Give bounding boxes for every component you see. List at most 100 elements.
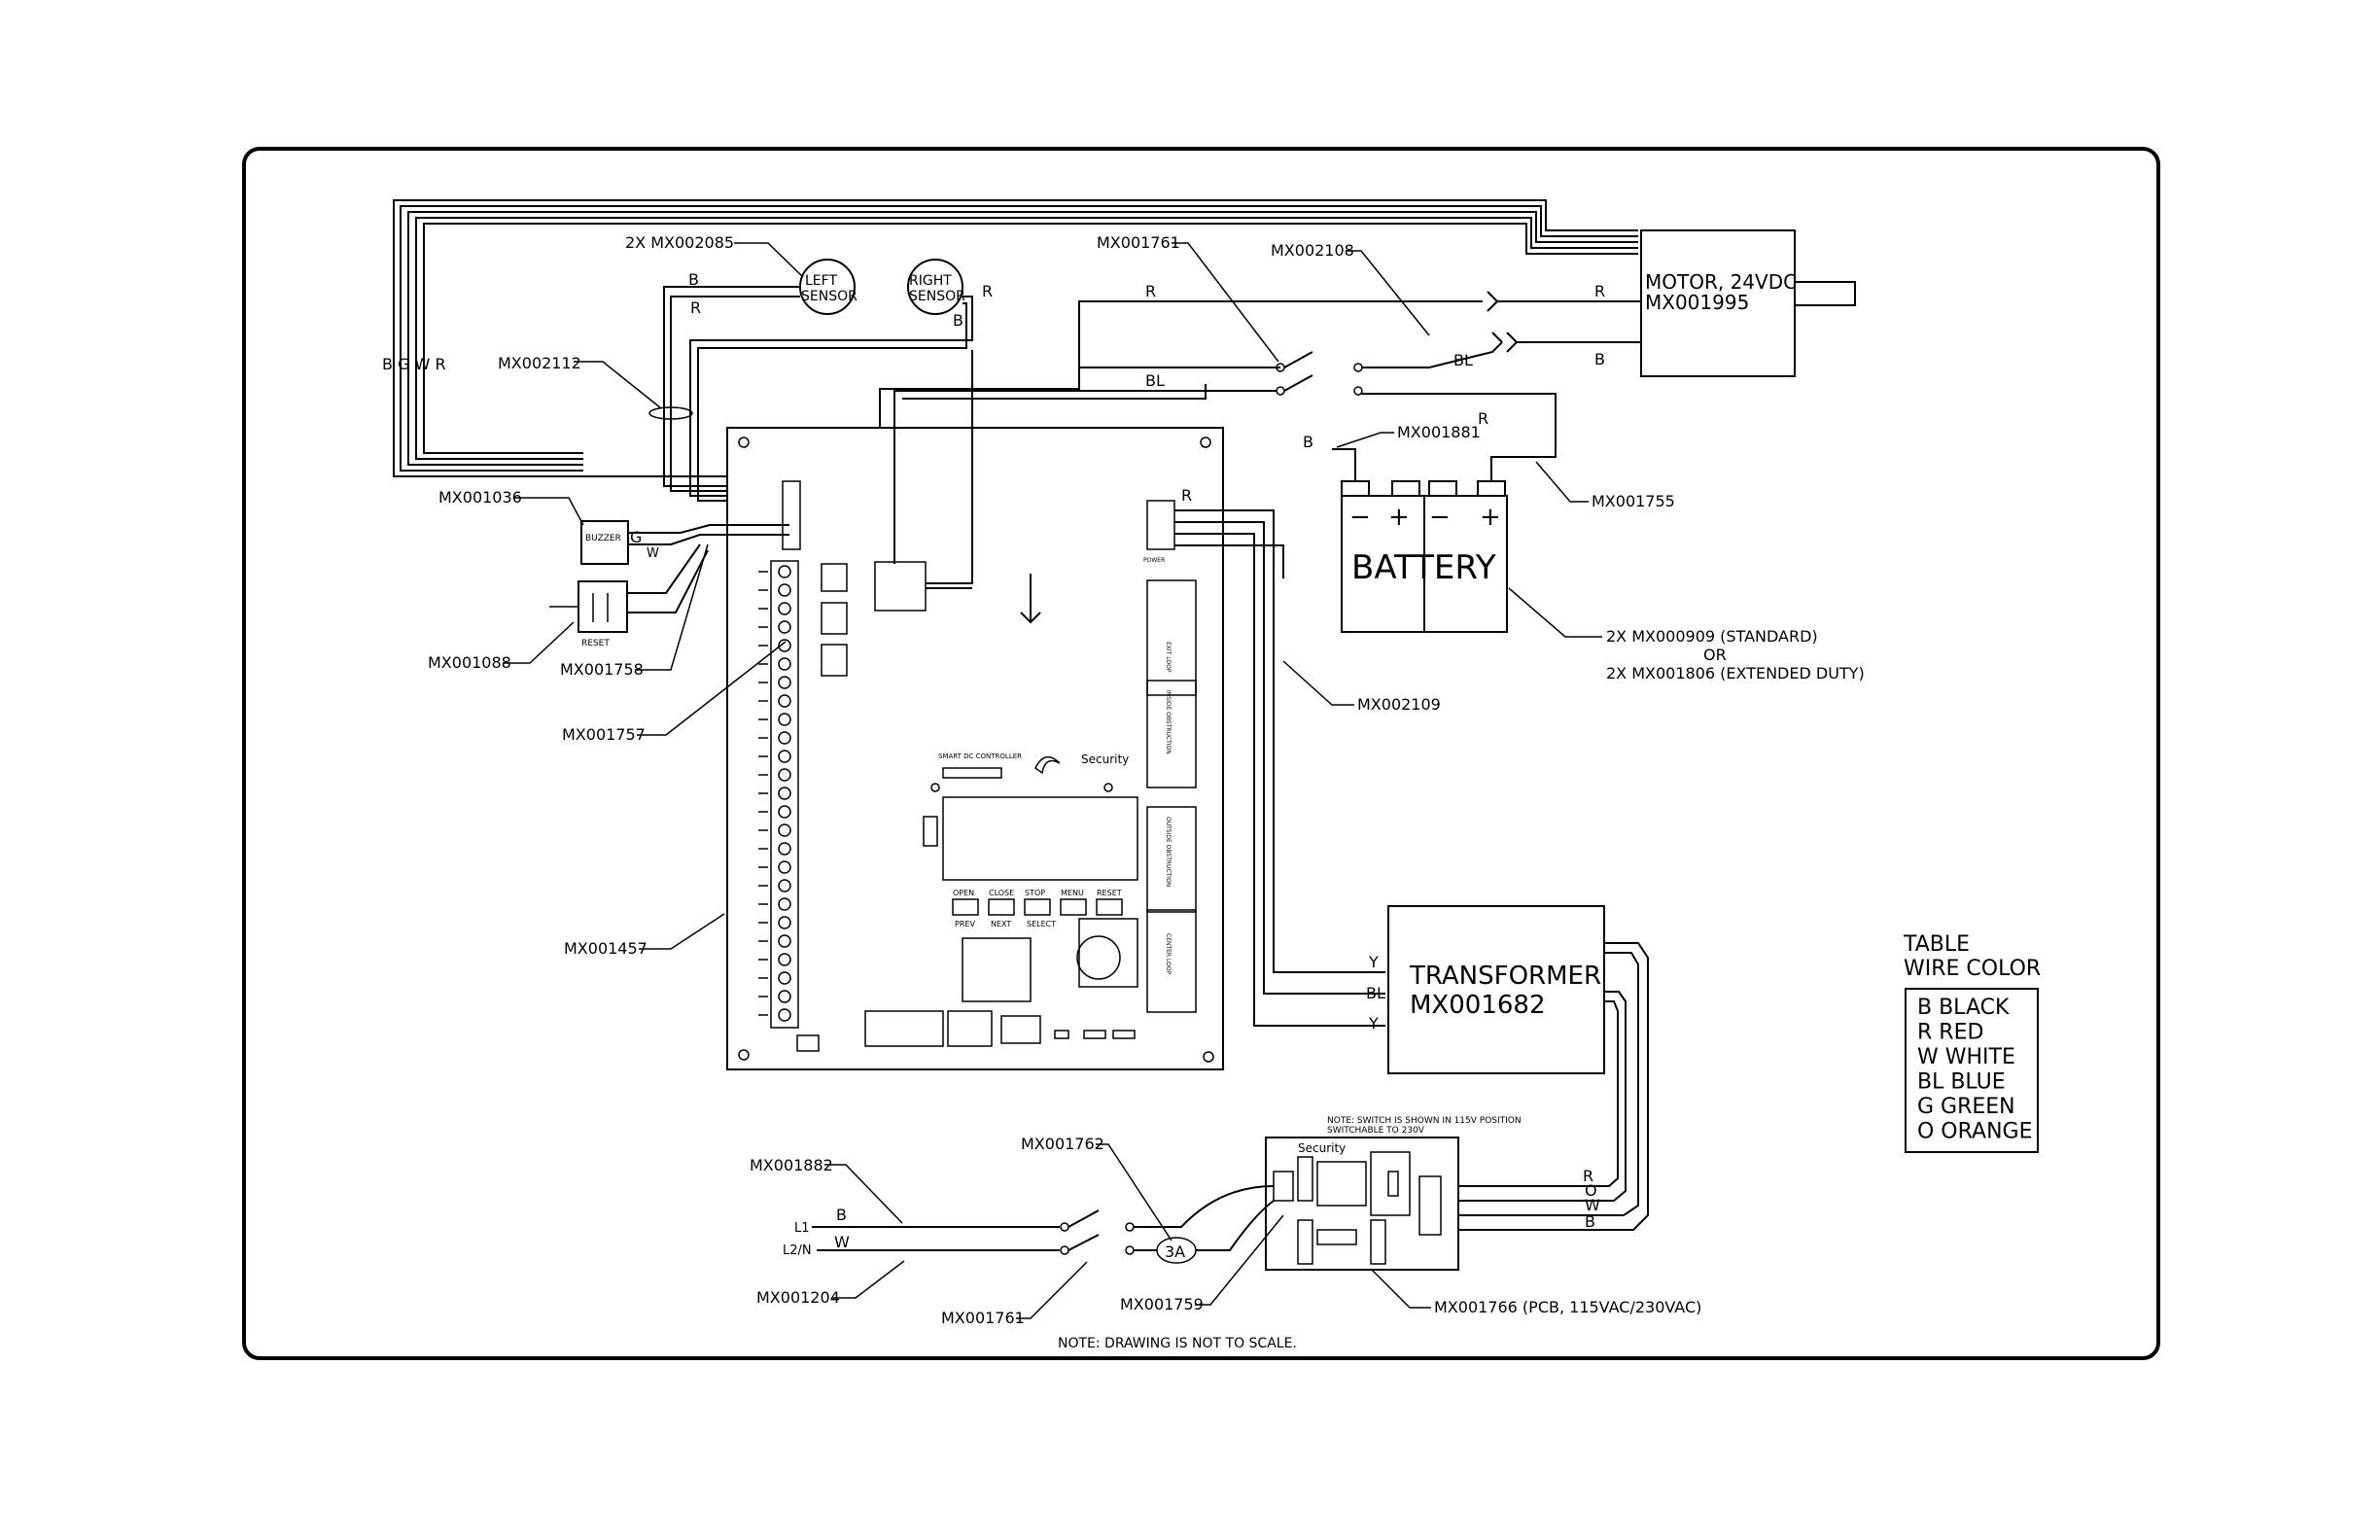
terminal-screw [778,1008,791,1022]
transformer: TRANSFORMER MX001682 [1387,905,1605,1074]
loop-center: CENTER LOOP [1165,933,1172,975]
legend-row: BL BLUE [1917,1070,2006,1095]
board-button[interactable] [1060,898,1087,916]
label-mx002108: MX002108 [1271,241,1354,260]
board-button-label: OPEN [953,889,974,897]
legend-row: G GREEN [1917,1095,2015,1119]
board-button-label: CLOSE [989,889,1014,897]
label-mx001759: MX001759 [1120,1295,1204,1313]
power-r: R [1181,486,1192,505]
motor-r-label: R [1594,282,1605,300]
board-button-label: STOP [1025,889,1045,897]
label-mx001755: MX001755 [1592,492,1675,510]
power-pcb: Security [1265,1137,1459,1271]
motor-part: MX001995 [1645,291,1749,314]
svg-text:−: − [1349,503,1371,532]
loop-inside: INSIDE OBSTRUCTION [1165,690,1172,754]
terminal-screw [778,897,791,911]
motor-r-label-2: R [1145,282,1156,300]
label-mx001204: MX001204 [756,1288,840,1307]
label-battery-part: 2X MX000909 (STANDARD) [1606,627,1818,646]
label-mx001762: MX001762 [1021,1135,1104,1153]
label-mx002109: MX002109 [1357,695,1441,714]
spcb-b: B [1585,1212,1595,1231]
right-sensor-r: R [982,282,993,300]
left-sensor-line1: LEFT [805,273,837,289]
spcb-note2: SWITCHABLE TO 230V [1327,1126,1425,1136]
terminal-screw [778,657,791,671]
spcb-note: NOTE: SWITCH IS SHOWN IN 115V POSITION [1327,1116,1522,1126]
label-mx001881: MX001881 [1397,423,1481,441]
board-button[interactable] [952,898,979,916]
terminal-screw [778,694,791,708]
label-mx001088: MX001088 [428,653,511,672]
terminal-screw [778,990,791,1003]
main-controller-board: POWER EXIT LOOP INSIDE OBSTRUCTION OUTSI… [726,427,1224,1070]
board-button-label: PREV [955,920,975,928]
label-battery-or: OR [1703,646,1727,664]
terminal-screw [778,805,791,819]
battery: − + − + BATTERY [1341,480,1508,633]
left-sensor-line2: SENSOR [801,289,858,304]
transformer-part: MX001682 [1410,991,1546,1020]
fuse-label: 3A [1165,1242,1185,1261]
harness-color-label: B G W R [382,355,446,373]
terminal-screw [778,934,791,948]
legend-row: R RED [1917,1021,1983,1045]
tr-y-2: Y [1368,1014,1379,1032]
reset-label: RESET [581,639,610,648]
callouts: MX002112 MX001036 MX001088 MX001758 MX00… [428,233,1865,1327]
terminal-screw [778,731,791,745]
l1-label: L1 [794,1221,810,1236]
board-button[interactable] [1024,898,1051,916]
l2n-label: L2/N [783,1243,812,1258]
terminal-screw [778,750,791,763]
legend-row: B BLACK [1917,996,2010,1020]
battery-b: B [1303,433,1313,451]
board-button[interactable] [988,898,1015,916]
terminal-strip [758,565,791,1022]
drawing-frame [242,147,2160,1360]
left-sensor: LEFT SENSOR [799,259,858,315]
terminal-screw [778,842,791,856]
ac-w: W [834,1233,850,1251]
left-sensor-r: R [690,298,701,317]
legend-title-1: TABLE [1903,932,1970,957]
label-mx001757: MX001757 [562,725,646,744]
terminal-screw [778,639,791,652]
board-button[interactable] [1096,898,1123,916]
spcb-w: W [1585,1196,1600,1214]
switch-bl-label: BL [1145,371,1165,390]
motor: MOTOR, 24VDC MX001995 [1640,229,1856,377]
legend-title-2: WIRE COLOR [1904,957,2041,981]
board-button-label: SELECT [1027,920,1056,928]
svg-text:+: + [1480,503,1501,532]
terminal-screw [778,879,791,892]
buzzer: BUZZER [580,520,629,565]
right-sensor-line2: SENSOR [909,289,965,304]
terminal-screw [778,676,791,689]
terminal-screw [778,713,791,726]
label-mx001457: MX001457 [564,939,648,958]
right-sensor-b: B [953,311,963,330]
top-switch [1215,351,1363,396]
terminal-screw [778,768,791,782]
transformer-label: TRANSFORMER [1409,962,1601,991]
terminal-screw [778,602,791,615]
board-button-label: MENU [1061,889,1084,897]
terminal-screw [778,787,791,800]
label-mx001758: MX001758 [560,660,644,679]
terminal-screw [778,823,791,837]
battery-r: R [1478,409,1488,428]
sensor-part-label: 2X MX002085 [625,233,734,252]
terminal-screw [778,971,791,985]
scale-note: NOTE: DRAWING IS NOT TO SCALE. [1058,1336,1297,1351]
controller-label: SMART DC CONTROLLER [938,752,1022,760]
terminal-screw [778,620,791,634]
tr-bl: BL [1366,984,1385,1002]
label-mx001761-top: MX001761 [1097,233,1180,252]
buzzer-label: BUZZER [585,534,621,543]
power-label: POWER [1143,557,1165,564]
